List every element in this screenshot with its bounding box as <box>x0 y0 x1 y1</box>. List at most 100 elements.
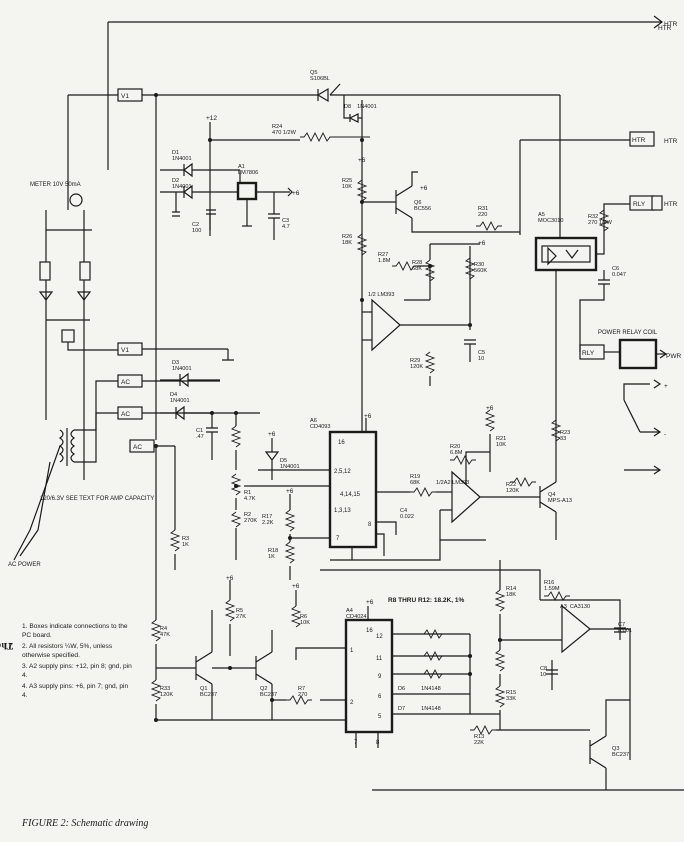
a6-pin-8: 8 <box>368 522 372 528</box>
note-4: 4. A3 supply pins: +6, pin 7; gnd, pin 4… <box>22 683 129 699</box>
running-head-text: The Audio Amateur 3/87 21 <box>0 641 13 651</box>
connector-rly-mid: RLY <box>582 350 595 357</box>
part-a2b: 1/2A2 LM393 <box>436 480 469 486</box>
note-1: 1. Boxes indicate connections to the PC … <box>22 623 128 639</box>
note-3: 3. A2 supply pins: +12, pin 8; gnd, pin … <box>22 663 132 679</box>
a6-pin-out: 4,14,15 <box>340 492 361 498</box>
output-htr-2: HTR <box>664 138 678 145</box>
connector-v1-top: V1 <box>121 93 129 100</box>
plus6-label-e: +6 <box>364 413 372 420</box>
connector-htr-2: HTR <box>658 25 672 32</box>
plus6-label-i: +6 <box>226 575 234 582</box>
a4-pin-11: 11 <box>376 656 383 662</box>
a4-pin-12: 12 <box>376 634 383 640</box>
connector-v1-mid: V1 <box>121 347 129 354</box>
output-minus: - <box>664 431 666 438</box>
a6-pin-top: 16 <box>338 440 345 446</box>
a4-pin-7: 7 <box>354 740 358 746</box>
a4-pin-1: 1 <box>350 648 354 654</box>
a6-pin-in2: 1,3,13 <box>334 508 351 514</box>
plus6-label-d: +6 <box>478 240 486 247</box>
plus6-label-g: +6 <box>486 405 494 412</box>
plus6-label-j: +6 <box>292 583 300 590</box>
schematic-notes: 1. Boxes indicate connections to the PC … <box>22 622 134 702</box>
output-pwr: PWR <box>666 353 681 360</box>
plus6-label-c: +6 <box>420 185 428 192</box>
plus6-label-a: +6 <box>292 190 300 197</box>
output-htr-3: HTR <box>664 201 678 208</box>
a6-pin-in1: 2,5,12 <box>334 469 351 475</box>
a4-pin-2: 2 <box>350 700 354 706</box>
r8-r12-note: R8 THRU R12: 18.2K, 1% <box>388 597 464 604</box>
plus6-label-b: +6 <box>358 157 366 164</box>
a4-pin-8: 8 <box>376 740 380 746</box>
note-2: 2. All resistors ¼W, 5%, unless otherwis… <box>22 643 113 659</box>
a4-pin-top: 16 <box>366 628 373 634</box>
plus6-label-h: +6 <box>286 488 294 495</box>
plus6-label-f: +6 <box>268 431 276 438</box>
running-head: The Audio Amateur 3/87 21 <box>0 640 14 840</box>
output-plus: + <box>664 383 668 390</box>
plus6-label-k: +6 <box>366 599 374 606</box>
relay-coil-label: POWER RELAY COIL <box>598 330 658 336</box>
figure-caption: FIGURE 2: Schematic drawing <box>22 818 149 829</box>
connector-ac-1: AC <box>121 379 130 386</box>
a4-pin-9: 9 <box>378 674 382 680</box>
ac-power-label: AC POWER <box>8 562 41 568</box>
connector-rly-top: RLY <box>633 201 646 208</box>
connector-ac-3: AC <box>133 444 142 451</box>
plus12-label: +12 <box>206 115 217 122</box>
